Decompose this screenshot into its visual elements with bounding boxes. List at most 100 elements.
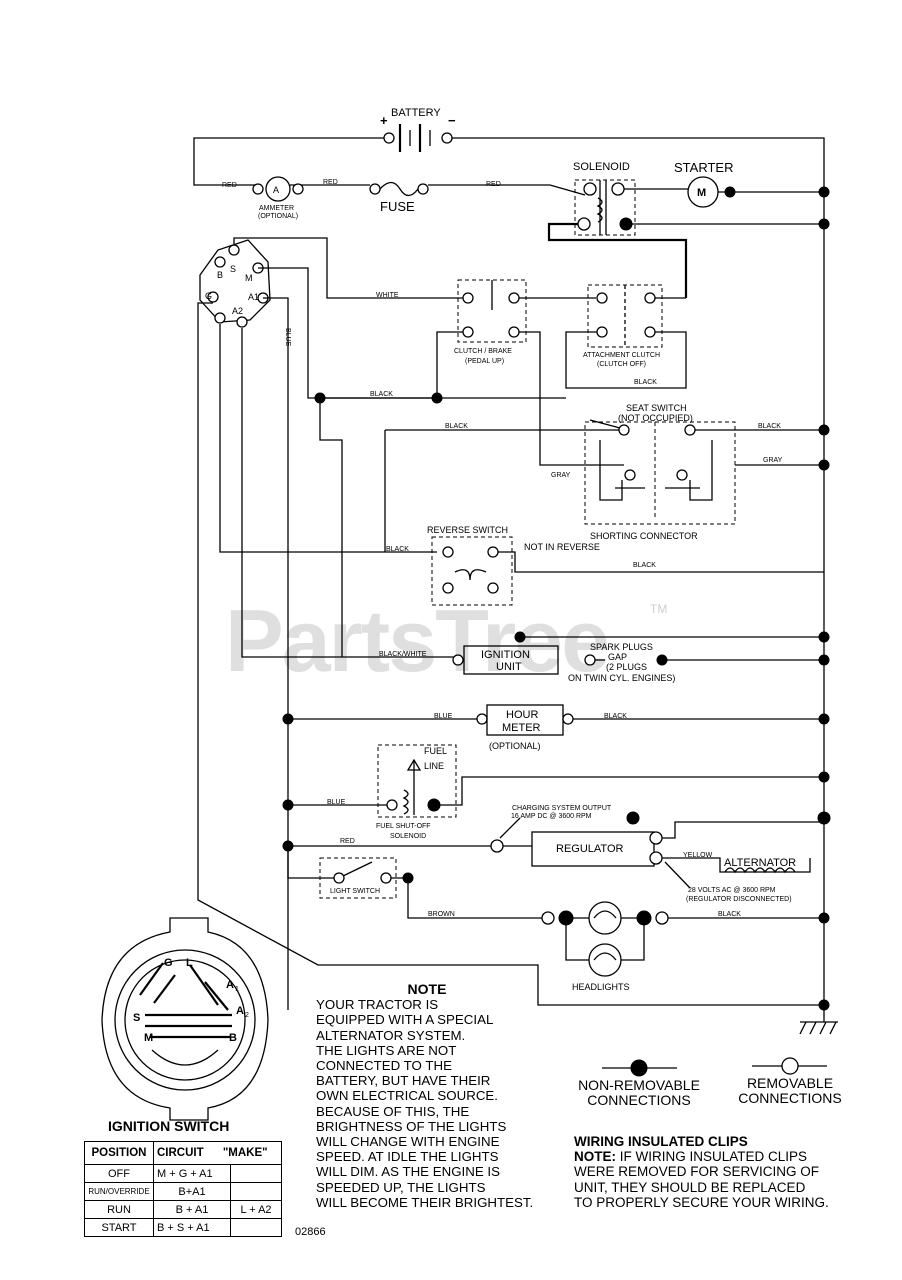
note-line: CONNECTED TO THE xyxy=(316,1058,452,1074)
table-row: RUN B + A1 L + A2 xyxy=(84,1200,282,1219)
wire-black-2: BLACK xyxy=(370,391,393,398)
ign-m: M xyxy=(144,1032,153,1044)
solenoid-label: SOLENOID xyxy=(573,161,630,173)
clips-note: WIRING INSULATED CLIPS NOTE: IF WIRING I… xyxy=(574,1134,884,1210)
ignition-unit-label-2: UNIT xyxy=(496,661,522,673)
seat-switch-label: SEAT SWITCH xyxy=(626,403,687,413)
battery-plus: + xyxy=(380,113,388,128)
regulator-label: REGULATOR xyxy=(556,843,623,855)
wire-red-3: RED xyxy=(486,181,501,188)
not-in-reverse-label: NOT IN REVERSE xyxy=(524,542,600,552)
cell-position: RUN/OVERRIDE xyxy=(84,1182,154,1201)
ammeter-optional: (OPTIONAL) xyxy=(258,213,298,220)
note-line: BECAUSE OF THIS, THE xyxy=(316,1103,470,1119)
note-line: EQUIPPED WITH A SPECIAL xyxy=(316,1012,494,1028)
ammeter-icon xyxy=(265,176,291,202)
table-row: OFF M + G + A1 xyxy=(84,1164,282,1183)
ign-a1-sub: 1 xyxy=(235,986,239,993)
hour-meter-label-2: METER xyxy=(502,722,541,734)
ignition-unit-label-1: IGNITION xyxy=(481,649,530,661)
wire-black-8: BLACK xyxy=(718,911,741,918)
hour-meter-label-1: HOUR xyxy=(506,709,538,721)
legend-non-removable-line2: CONNECTIONS xyxy=(587,1092,691,1108)
header-position: POSITION xyxy=(84,1141,154,1165)
ign-s: S xyxy=(133,1012,140,1024)
ammeter-terminal xyxy=(252,183,264,195)
starter-symbol: M xyxy=(697,187,706,199)
fuel-solenoid-label-1: FUEL SHUT-OFF xyxy=(376,823,431,830)
note-line: WILL CHANGE WITH ENGINE xyxy=(316,1134,500,1150)
attachment-clutch-label: ATTACHMENT CLUTCH xyxy=(583,352,660,359)
spark-plugs-label-3: (2 PLUGS xyxy=(606,662,647,672)
ign-a2-sub: 2 xyxy=(245,1012,249,1019)
wire-red-2: RED xyxy=(323,179,338,186)
hour-meter-sub: (OPTIONAL) xyxy=(489,741,541,751)
note-line: WILL BECOME THEIR BRIGHTEST. xyxy=(316,1194,534,1210)
wire-black-white: BLACK/WHITE xyxy=(379,651,427,658)
cell-make xyxy=(230,1164,282,1183)
cell-make xyxy=(230,1182,282,1201)
wire-blue-2: BLUE xyxy=(327,799,346,806)
note-line: OWN ELECTRICAL SOURCE. xyxy=(316,1088,498,1104)
note-block: NOTE YOUR TRACTOR IS EQUIPPED WITH A SPE… xyxy=(316,981,578,1210)
note-line: SPEED. AT IDLE THE LIGHTS xyxy=(316,1149,499,1165)
alternator-volts-1: 28 VOLTS AC @ 3600 RPM xyxy=(688,887,776,894)
clutch-brake-label: CLUTCH / BRAKE xyxy=(454,348,512,355)
note-line: BATTERY, BUT HAVE THEIR xyxy=(316,1073,491,1089)
clips-line: WERE REMOVED FOR SERVICING OF xyxy=(574,1164,820,1180)
fuel-solenoid-label-2: SOLENOID xyxy=(390,833,426,840)
note-line: THE LIGHTS ARE NOT xyxy=(316,1042,457,1058)
clips-line: UNIT, THEY SHOULD BE REPLACED xyxy=(574,1179,806,1195)
solenoid-icon xyxy=(577,180,633,235)
clips-title: WIRING INSULATED CLIPS xyxy=(574,1134,748,1149)
ignition-switch-title: IGNITION SWITCH xyxy=(108,1118,230,1134)
wire-yellow: YELLOW xyxy=(683,852,713,859)
legend-non-removable: NON-REMOVABLE CONNECTIONS xyxy=(566,1078,712,1108)
headlights-label: HEADLIGHTS xyxy=(572,982,630,992)
ign-a1: A xyxy=(226,979,234,991)
table-row: RUN/OVERRIDE B+A1 xyxy=(84,1182,282,1201)
fuse-label: FUSE xyxy=(380,199,415,214)
wire-black-1: BLACK xyxy=(634,379,657,386)
cell-circuit: B + A1 xyxy=(153,1200,231,1219)
terminal-a1: A1 xyxy=(248,292,259,302)
ign-a2: A xyxy=(236,1005,244,1017)
fuel-line-label-1: FUEL xyxy=(424,746,447,756)
cell-make: L + A2 xyxy=(230,1200,282,1219)
light-switch-label: LIGHT SWITCH xyxy=(330,888,380,895)
reverse-switch-label: REVERSE SWITCH xyxy=(427,525,508,535)
document-number: 02866 xyxy=(295,1226,326,1238)
shorting-connector-label: SHORTING CONNECTOR xyxy=(590,531,698,541)
spark-plugs-label-2: GAP xyxy=(608,652,627,662)
ignition-unit-box xyxy=(463,645,559,675)
wire-brown: BROWN xyxy=(428,911,455,918)
attachment-clutch-sub: (CLUTCH OFF) xyxy=(597,361,646,368)
seat-switch-sub: (NOT OCCUPIED) xyxy=(618,413,693,423)
battery-minus: − xyxy=(448,113,456,128)
spark-plugs-label-4: ON TWIN CYL. ENGINES) xyxy=(568,673,675,683)
fuse-icon xyxy=(369,181,429,197)
cell-circuit: M + G + A1 xyxy=(153,1164,231,1183)
table-header-row: POSITION CIRCUIT "MAKE" xyxy=(84,1141,282,1165)
cell-circuit: B+A1 xyxy=(153,1182,231,1201)
legend-removable-line2: CONNECTIONS xyxy=(738,1090,842,1106)
headlight-icon xyxy=(588,901,622,935)
ground-icon xyxy=(799,1021,838,1035)
non-removable-icon xyxy=(630,1059,648,1077)
ammeter-label: AMMETER xyxy=(259,205,294,212)
wire-gray-1: GRAY xyxy=(551,472,571,479)
note-line: ALTERNATOR SYSTEM. xyxy=(316,1027,466,1043)
header-make: "MAKE" xyxy=(222,1147,268,1159)
ign-g: G xyxy=(164,957,173,969)
cell-position: START xyxy=(84,1218,154,1237)
legend-non-removable-line1: NON-REMOVABLE xyxy=(578,1077,700,1093)
terminal-s: S xyxy=(230,264,236,274)
cell-make xyxy=(230,1218,282,1237)
terminal-a2: A2 xyxy=(232,306,243,316)
legend-removable-line1: REMOVABLE xyxy=(746,1075,834,1091)
table-row: START B + S + A1 xyxy=(84,1218,282,1237)
ignition-switch-table: POSITION CIRCUIT "MAKE" OFF M + G + A1 R… xyxy=(84,1141,282,1237)
ignition-switch-face xyxy=(101,917,269,1121)
terminal-m: M xyxy=(245,273,253,283)
starter-label: STARTER xyxy=(674,160,733,175)
